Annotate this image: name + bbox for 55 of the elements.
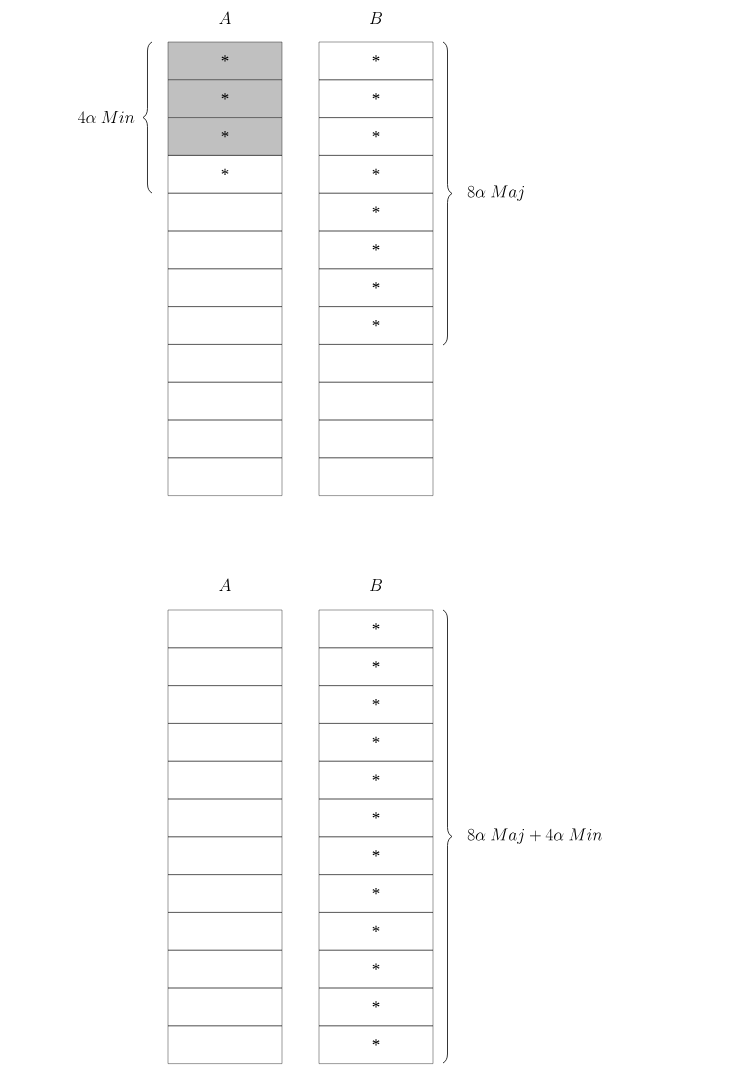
column-header: $B$ <box>369 12 382 24</box>
table-cell: * <box>318 723 434 762</box>
table-cell: * <box>318 836 434 875</box>
column-header: $A$ <box>219 11 231 24</box>
brace-label: $4\alpha\ Min$ <box>78 111 135 124</box>
table-cell <box>167 912 283 951</box>
table-cell: * <box>318 798 434 837</box>
table-cell: * <box>318 230 434 269</box>
table-cell: * <box>167 41 283 80</box>
table-cell <box>318 382 434 421</box>
table-cell: * <box>318 41 434 80</box>
table-cell <box>167 382 283 421</box>
table-cell <box>167 798 283 837</box>
table-cell: * <box>167 155 283 194</box>
table-cell: * <box>318 79 434 118</box>
table-cell: * <box>318 155 434 194</box>
table-cell: * <box>318 609 434 648</box>
table-cell: * <box>318 912 434 951</box>
table-cell <box>167 950 283 989</box>
table-cell <box>167 419 283 458</box>
table-cell <box>167 609 283 648</box>
table-cell <box>167 230 283 269</box>
table-cell <box>167 647 283 686</box>
table-cell: * <box>318 193 434 232</box>
table-cell <box>167 193 283 232</box>
table-cell <box>167 685 283 724</box>
table-cell: * <box>318 950 434 989</box>
brace-label: $8\alpha\ Maj + 4\alpha\ Min$ <box>467 828 602 844</box>
table-cell: * <box>318 306 434 345</box>
table-cell <box>167 723 283 762</box>
table-cell <box>167 1025 283 1064</box>
table-cell: * <box>318 117 434 156</box>
table-cell <box>318 344 434 383</box>
table-cell <box>167 306 283 345</box>
table-cell <box>167 268 283 307</box>
table-cell <box>318 457 434 496</box>
table-cell <box>167 836 283 875</box>
brace-label: $8\alpha\ Maj$ <box>467 185 525 201</box>
table-cell <box>318 419 434 458</box>
table-cell <box>167 874 283 913</box>
table-cell: * <box>318 987 434 1026</box>
table-cell <box>167 344 283 383</box>
table-cell: * <box>318 874 434 913</box>
table-cell: * <box>167 79 283 118</box>
table-cell <box>167 987 283 1026</box>
table-cell: * <box>318 685 434 724</box>
table-cell: * <box>318 647 434 686</box>
table-cell: * <box>318 268 434 307</box>
table-cell <box>167 457 283 496</box>
column-header: $B$ <box>369 579 382 591</box>
table-cell <box>167 761 283 800</box>
table-cell: * <box>318 761 434 800</box>
table-cell: * <box>167 117 283 156</box>
table-cell: * <box>318 1025 434 1064</box>
column-header: $A$ <box>219 578 231 591</box>
